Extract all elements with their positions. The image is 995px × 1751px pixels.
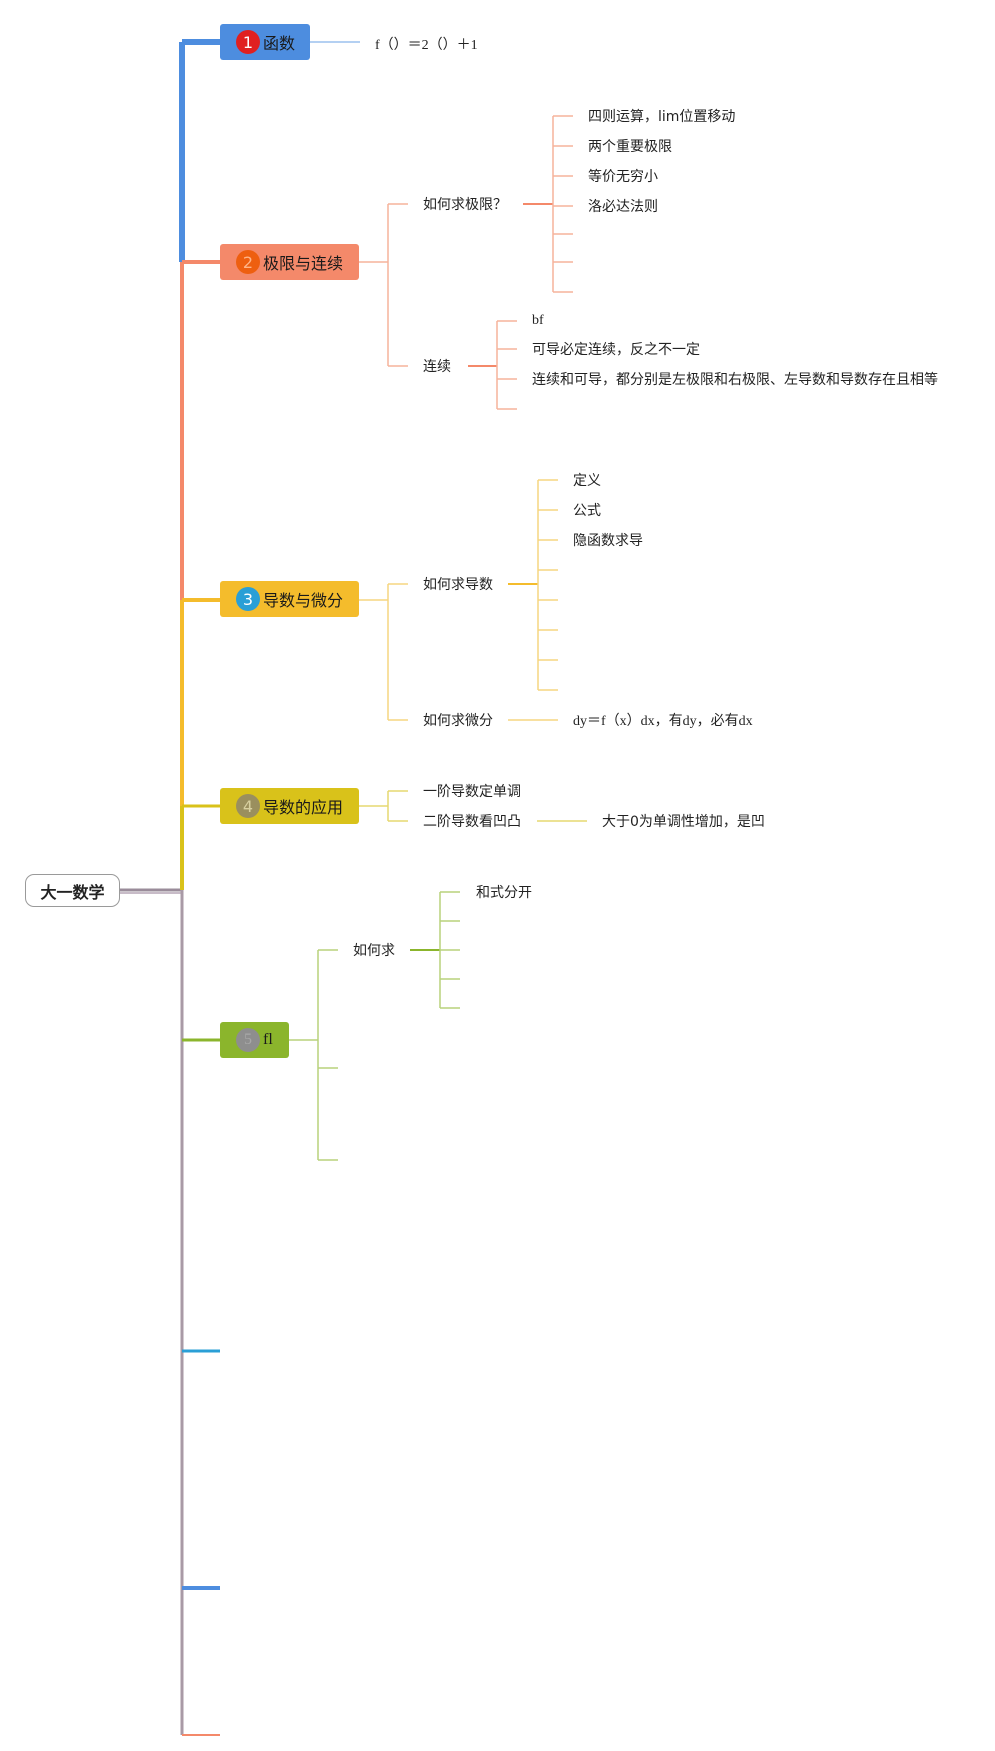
- continuity-item-3[interactable]: 连续和可导，都分别是左极限和右极限、左导数和导数存在且相等: [532, 372, 938, 388]
- edge-how-to-solve-leaves: [439, 891, 460, 1009]
- edge-limits-children: [359, 203, 408, 367]
- branch-derivatives-label: 导数与微分: [263, 591, 344, 610]
- root-node[interactable]: 大一数学: [25, 874, 120, 907]
- badge-3: 3: [236, 587, 260, 611]
- edge-derivatives-children: [359, 583, 408, 721]
- root-label: 大一数学: [40, 882, 105, 902]
- function-formula[interactable]: f（）＝2（）＋1: [375, 38, 478, 53]
- derivative-method-3[interactable]: 隐函数求导: [573, 533, 643, 549]
- branch-fl-label: fl: [263, 1031, 273, 1048]
- second-derivative-concavity[interactable]: 二阶导数看凹凸: [423, 814, 521, 830]
- edge-fl-children: [289, 949, 338, 1161]
- how-to-differentiate[interactable]: 如何求导数: [423, 577, 493, 593]
- first-derivative-monotonicity[interactable]: 一阶导数定单调: [423, 784, 521, 800]
- limits-method-4[interactable]: 洛必达法则: [588, 199, 658, 215]
- edge-derivative-leaves: [537, 479, 558, 691]
- edge-continuity-leaves: [496, 320, 517, 410]
- concavity-note[interactable]: 大于0为单调性增加，是凹: [602, 814, 765, 830]
- limits-method-2[interactable]: 两个重要极限: [588, 139, 672, 155]
- badge-5: 5: [236, 1028, 260, 1052]
- edge-applications-children: [359, 790, 408, 822]
- branch-applications[interactable]: 4 导数的应用: [220, 788, 359, 824]
- how-to-find-limits[interactable]: 如何求极限？: [423, 197, 507, 213]
- limits-method-3[interactable]: 等价无穷小: [588, 169, 658, 185]
- edge-limits-leaves: [552, 115, 573, 293]
- branch-limits[interactable]: 2 极限与连续: [220, 244, 359, 280]
- differential-formula[interactable]: dy＝f（x）dx，有dy，必有dx: [573, 714, 753, 729]
- derivative-method-2[interactable]: 公式: [573, 503, 601, 519]
- branch-function-label: 函数: [263, 34, 296, 53]
- branch-applications-label: 导数的应用: [263, 798, 344, 817]
- branch-derivatives[interactable]: 3 导数与微分: [220, 581, 359, 617]
- continuity-item-2[interactable]: 可导必定连续，反之不一定: [532, 342, 700, 358]
- continuity-item-1[interactable]: bf: [532, 313, 544, 328]
- badge-4: 4: [236, 794, 260, 818]
- badge-2: 2: [236, 250, 260, 274]
- how-to-find-differential[interactable]: 如何求微分: [423, 713, 493, 729]
- badge-1: 1: [236, 30, 260, 54]
- split-sum[interactable]: 和式分开: [476, 885, 532, 901]
- branch-fl[interactable]: 5 fl: [220, 1022, 289, 1058]
- branch-function[interactable]: 1 函数: [220, 24, 310, 60]
- derivative-method-1[interactable]: 定义: [573, 473, 601, 489]
- how-to-solve[interactable]: 如何求: [353, 943, 395, 959]
- continuity[interactable]: 连续: [423, 359, 451, 375]
- limits-method-1[interactable]: 四则运算，lim位置移动: [588, 109, 736, 125]
- branch-limits-label: 极限与连续: [263, 254, 344, 273]
